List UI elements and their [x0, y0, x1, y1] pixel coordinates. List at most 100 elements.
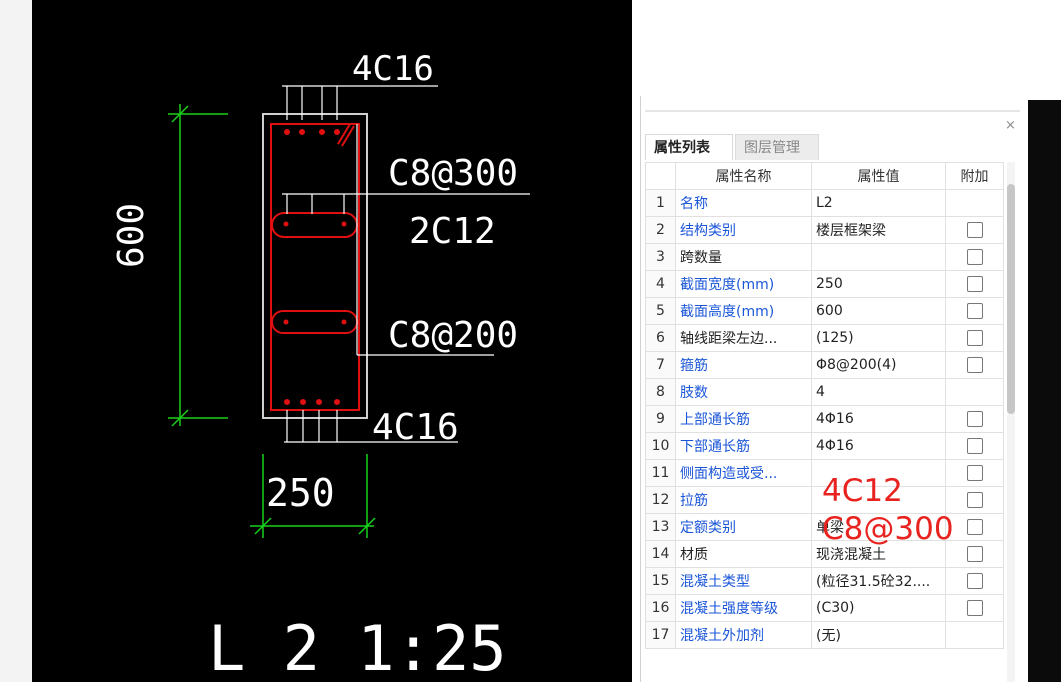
property-name: 名称 — [675, 189, 812, 217]
cad-drawing-canvas[interactable]: 4C16 C8@300 2C12 C8@200 4C16 600 250 L 2… — [32, 0, 632, 682]
extra-checkbox[interactable] — [966, 411, 983, 427]
property-value[interactable]: (粒径31.5砼32.... — [811, 567, 946, 595]
row-number: 15 — [645, 567, 676, 595]
rebar-dot — [341, 221, 347, 227]
row-number: 13 — [645, 513, 676, 541]
grid-header-row: 属性名称 属性值 附加 — [645, 162, 1004, 190]
row-number: 2 — [645, 216, 676, 244]
section-title: L 2 1:25 — [208, 612, 507, 685]
row-number: 16 — [645, 594, 676, 622]
property-value[interactable] — [811, 243, 946, 271]
row-number: 8 — [645, 378, 676, 406]
top-rebar-label: 4C16 — [352, 49, 434, 89]
extra-checkbox[interactable] — [966, 519, 983, 535]
extra-checkbox[interactable] — [966, 303, 983, 319]
property-value[interactable]: 250 — [811, 270, 946, 298]
rebar-dot — [341, 319, 347, 325]
tab-property-list[interactable]: 属性列表 — [645, 134, 733, 160]
header-property-value: 属性值 — [811, 162, 946, 190]
extra-checkbox[interactable] — [966, 249, 983, 265]
extra-checkbox[interactable] — [966, 276, 983, 292]
scroll-track — [1007, 162, 1015, 682]
extra-cell — [945, 189, 1004, 217]
property-value[interactable]: 4Φ16 — [811, 432, 946, 460]
property-value[interactable]: 楼层框架梁 — [811, 216, 946, 244]
property-value[interactable]: 600 — [811, 297, 946, 325]
extra-cell — [945, 324, 1004, 352]
extra-cell — [945, 432, 1004, 460]
property-value[interactable]: Φ8@200(4) — [811, 351, 946, 379]
stirrup-hook-2 — [337, 123, 351, 145]
right-dark-area — [1028, 100, 1061, 682]
row-number: 4 — [645, 270, 676, 298]
panel-top-bar — [645, 110, 1021, 112]
property-value[interactable]: (125) — [811, 324, 946, 352]
extra-checkbox[interactable] — [966, 465, 983, 481]
property-name: 结构类别 — [675, 216, 812, 244]
property-value[interactable]: (C30) — [811, 594, 946, 622]
extra-cell — [945, 270, 1004, 298]
row-number: 6 — [645, 324, 676, 352]
tab-layer-management[interactable]: 图层管理 — [735, 134, 819, 160]
property-name: 侧面构造或受... — [675, 459, 812, 487]
extra-checkbox[interactable] — [966, 492, 983, 508]
property-value[interactable]: 单梁 — [811, 513, 946, 541]
extra-cell — [945, 378, 1004, 406]
property-name: 截面宽度(mm) — [675, 270, 812, 298]
extra-checkbox[interactable] — [966, 438, 983, 454]
property-value[interactable]: L2 — [811, 189, 946, 217]
property-value[interactable]: 4Φ16 — [811, 405, 946, 433]
extra-checkbox[interactable] — [966, 573, 983, 589]
header-extra: 附加 — [945, 162, 1004, 190]
property-value[interactable]: 现浇混凝土 — [811, 540, 946, 568]
beam-section-drawing — [168, 85, 530, 538]
property-name: 混凝土类型 — [675, 567, 812, 595]
close-icon[interactable]: × — [1005, 118, 1016, 133]
property-name: 拉筋 — [675, 486, 812, 514]
extra-cell — [945, 513, 1004, 541]
extra-cell — [945, 459, 1004, 487]
property-value[interactable]: (无) — [811, 621, 946, 649]
property-name: 截面高度(mm) — [675, 297, 812, 325]
dim-tick — [358, 517, 376, 535]
property-name: 肢数 — [675, 378, 812, 406]
stirrup-label-1: C8@300 — [388, 153, 519, 194]
width-dimension: 250 — [266, 471, 335, 515]
scrollbar-thumb[interactable] — [1007, 184, 1015, 414]
extra-checkbox[interactable] — [966, 546, 983, 562]
stirrup-label-2: C8@200 — [388, 315, 519, 356]
rebar-dot — [283, 319, 289, 325]
extra-checkbox[interactable] — [966, 357, 983, 373]
extra-checkbox[interactable] — [966, 330, 983, 346]
property-value[interactable] — [811, 459, 946, 487]
row-number: 10 — [645, 432, 676, 460]
property-name: 箍筋 — [675, 351, 812, 379]
property-name: 混凝土强度等级 — [675, 594, 812, 622]
rebar-dot — [299, 129, 305, 135]
dim-tick — [171, 409, 189, 427]
rebar-dot — [316, 399, 322, 405]
property-value[interactable]: 4 — [811, 378, 946, 406]
extra-checkbox[interactable] — [966, 222, 983, 238]
property-name: 跨数量 — [675, 243, 812, 271]
header-num — [645, 162, 676, 190]
extra-checkbox[interactable] — [966, 600, 983, 616]
extra-cell — [945, 621, 1004, 649]
